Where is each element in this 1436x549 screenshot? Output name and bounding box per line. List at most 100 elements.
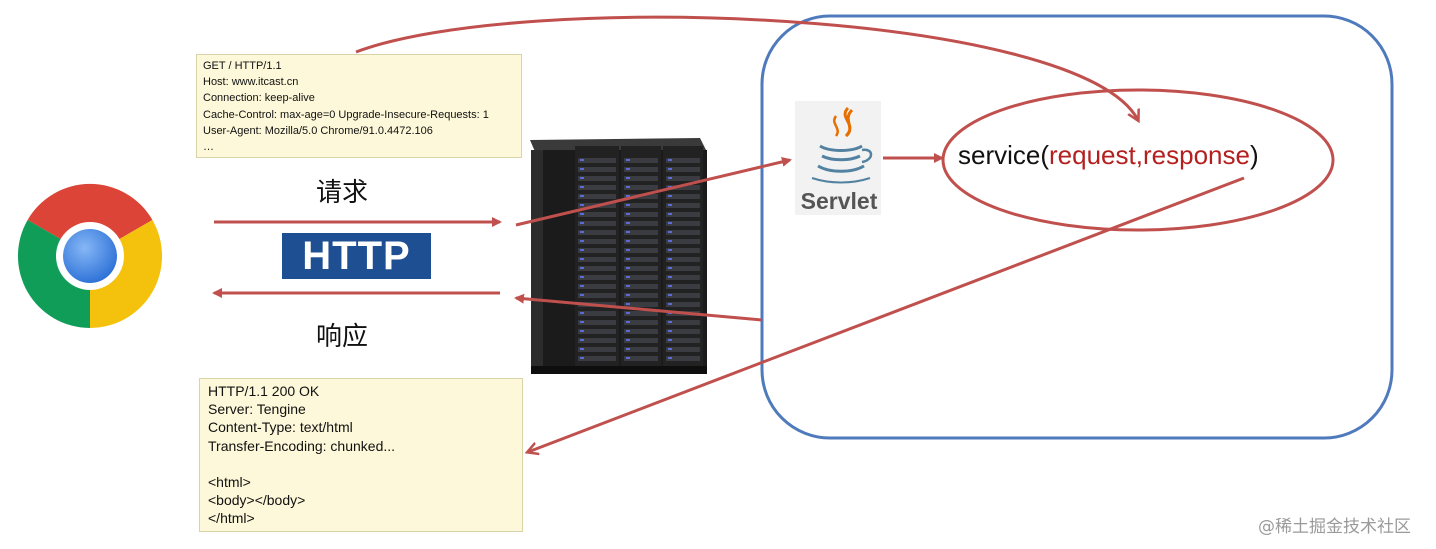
rack-slot <box>666 320 700 325</box>
rack-led <box>668 168 672 170</box>
rack-led <box>626 213 630 215</box>
rack-led <box>626 294 630 296</box>
rack-led <box>580 276 584 278</box>
rack-slot <box>624 329 658 334</box>
rack-led <box>580 258 584 260</box>
rack-slot <box>666 221 700 226</box>
rack-slot <box>666 284 700 289</box>
servlet-container-box <box>760 14 1394 440</box>
rack-led <box>668 294 672 296</box>
response-blank-line <box>208 455 514 473</box>
rack-led <box>668 213 672 215</box>
rack-slot <box>578 194 616 199</box>
rack-led <box>668 339 672 341</box>
rack-slot <box>624 311 658 316</box>
rack-led <box>626 177 630 179</box>
rack-slot <box>578 185 616 190</box>
request-ellipsis: … <box>203 141 214 154</box>
rack-slot <box>666 176 700 181</box>
http-response-message-note: HTTP/1.1 200 OK Server: Tengine Content-… <box>199 378 523 532</box>
request-header-connection: Connection: keep-alive <box>203 92 315 105</box>
arrow-service-to-response-note <box>528 176 1245 452</box>
request-header-host: Host: www.itcast.cn <box>203 76 299 89</box>
response-param: response <box>1142 140 1250 170</box>
rack-slot <box>624 176 658 181</box>
http-protocol-logo: HTTP <box>282 233 431 279</box>
rack-led <box>626 285 630 287</box>
rack-led <box>580 348 584 350</box>
rack-slot <box>666 230 700 235</box>
response-header-transfer-encoding: Transfer-Encoding: chunked... <box>208 437 396 454</box>
rack-slot <box>624 302 658 307</box>
chrome-browser-icon <box>17 183 163 329</box>
rack-led <box>580 213 584 215</box>
rack-slot <box>624 221 658 226</box>
rack-slot <box>578 167 616 172</box>
rack-slot <box>666 158 700 163</box>
service-method-call: service(request,response) <box>958 140 1259 171</box>
response-body-html-open: <html> <box>208 474 251 491</box>
rack-led <box>626 276 630 278</box>
rack-led <box>626 240 630 242</box>
rack-slot <box>666 347 700 352</box>
rack-slot <box>578 221 616 226</box>
rack-slot <box>624 257 658 262</box>
rack-led <box>668 222 672 224</box>
rack-led <box>580 186 584 188</box>
arrow-server-to-servlet <box>515 156 792 227</box>
rack-slot <box>624 338 658 343</box>
rack-slot <box>666 167 700 172</box>
response-body-html-close: </html> <box>208 510 255 527</box>
rack-slot <box>666 266 700 271</box>
rack-led <box>580 168 584 170</box>
rack-led <box>626 159 630 161</box>
rack-led <box>580 357 584 359</box>
rack-slot <box>578 230 616 235</box>
rack-slot <box>578 239 616 244</box>
rack-led <box>668 357 672 359</box>
rack-slot <box>666 239 700 244</box>
rack-slot <box>666 302 700 307</box>
rack-slot <box>578 320 616 325</box>
rack-slot <box>624 239 658 244</box>
rack-led <box>668 258 672 260</box>
rack-slot <box>666 329 700 334</box>
rack-slot <box>624 158 658 163</box>
java-coffee-cup-icon <box>795 101 881 215</box>
rack-slot <box>578 275 616 280</box>
rack-led <box>626 348 630 350</box>
rack-led <box>580 330 584 332</box>
rack-slot <box>578 176 616 181</box>
rack-slot <box>578 311 616 316</box>
rack-slot <box>578 248 616 253</box>
status-line: HTTP/1.1 200 OK <box>208 383 320 399</box>
rack-slot <box>624 203 658 208</box>
rack-slot <box>624 293 658 298</box>
rack-led <box>626 231 630 233</box>
rack-led <box>626 330 630 332</box>
rack-led <box>668 285 672 287</box>
rack-led <box>580 285 584 287</box>
rack-led <box>580 321 584 323</box>
rack-led <box>626 267 630 269</box>
rack-led <box>580 177 584 179</box>
rack-slot <box>666 185 700 190</box>
rack-led <box>626 195 630 197</box>
rack-slot <box>624 356 658 361</box>
rack-slot <box>666 356 700 361</box>
service-method-close: ) <box>1249 140 1259 170</box>
rack-led <box>626 204 630 206</box>
servlet-label: Servlet <box>800 188 878 214</box>
arrow-container-to-server <box>514 293 763 322</box>
rack-slot <box>624 185 658 190</box>
rack-slot <box>624 284 658 289</box>
rack-slot <box>578 257 616 262</box>
rack-led <box>580 294 584 296</box>
rack-slot <box>666 275 700 280</box>
rack-led <box>668 321 672 323</box>
rack-led <box>626 339 630 341</box>
rack-led <box>626 312 630 314</box>
rack-slot <box>578 347 616 352</box>
service-method-name: service( <box>958 140 1050 170</box>
rack-led <box>580 159 584 161</box>
